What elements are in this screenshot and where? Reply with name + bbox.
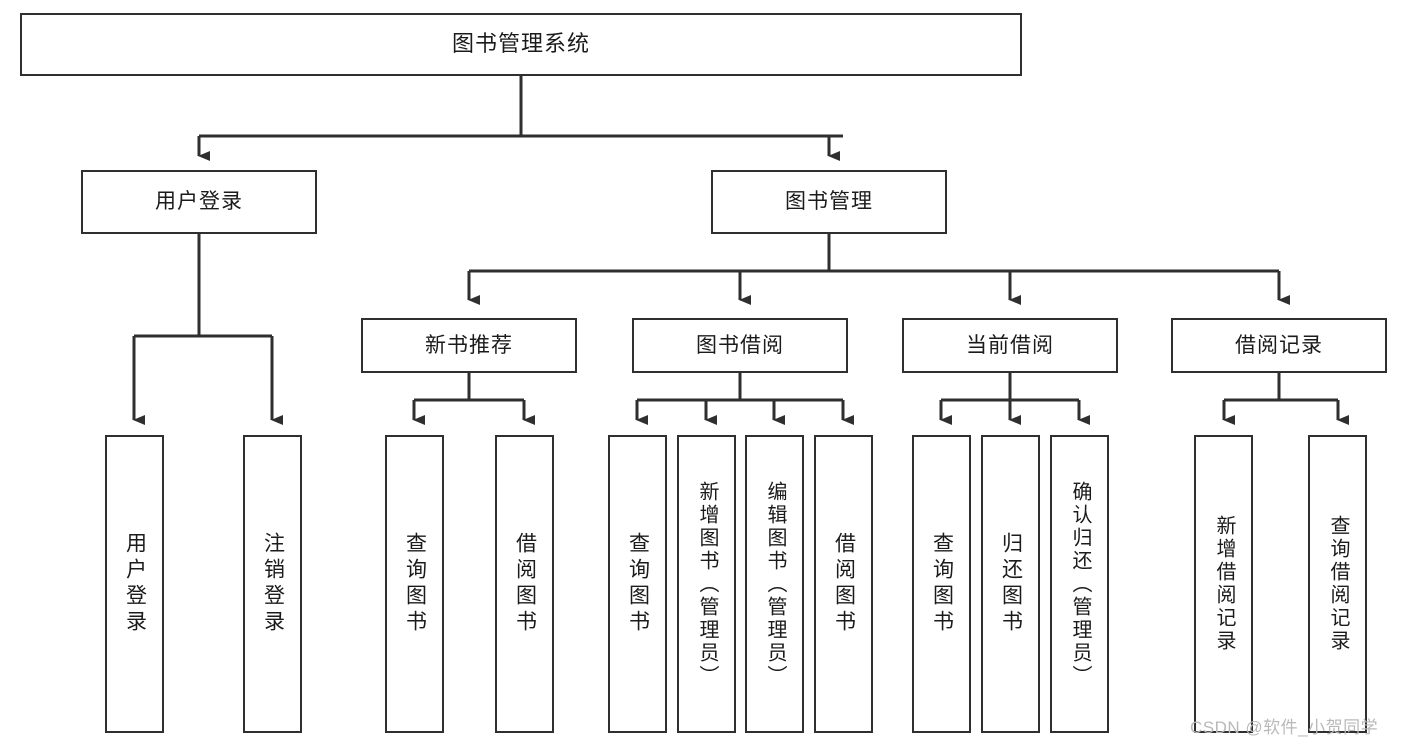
leaf-query-book-newbook[interactable]: 查询图书 [385,435,444,733]
node-user-login[interactable]: 用户登录 [81,170,317,234]
csdn-watermark: CSDN @软件_小贺同学 [1190,718,1379,737]
leaf-add-book-admin[interactable]: 新增图书（管理员） [677,435,736,733]
leaf-borrow-book-borrow[interactable]: 借阅图书 [814,435,873,733]
leaf-edit-book-admin[interactable]: 编辑图书（管理员） [745,435,804,733]
leaf-query-book-borrow[interactable]: 查询图书 [608,435,667,733]
leaf-query-book-current[interactable]: 查询图书 [912,435,971,733]
node-root-system[interactable]: 图书管理系统 [20,13,1022,76]
leaf-return-book[interactable]: 归还图书 [981,435,1040,733]
node-book-management[interactable]: 图书管理 [711,170,947,234]
leaf-user-login[interactable]: 用户登录 [105,435,164,733]
leaf-borrow-book-newbook[interactable]: 借阅图书 [495,435,554,733]
leaf-confirm-return-admin[interactable]: 确认归还（管理员） [1050,435,1109,733]
node-book-borrow[interactable]: 图书借阅 [632,318,848,373]
leaf-add-borrow-record[interactable]: 新增借阅记录 [1194,435,1253,733]
node-new-book-recommend[interactable]: 新书推荐 [361,318,577,373]
leaf-query-borrow-record[interactable]: 查询借阅记录 [1308,435,1367,733]
node-borrow-record[interactable]: 借阅记录 [1171,318,1387,373]
leaf-user-logout[interactable]: 注销登录 [243,435,302,733]
node-current-borrow[interactable]: 当前借阅 [902,318,1118,373]
